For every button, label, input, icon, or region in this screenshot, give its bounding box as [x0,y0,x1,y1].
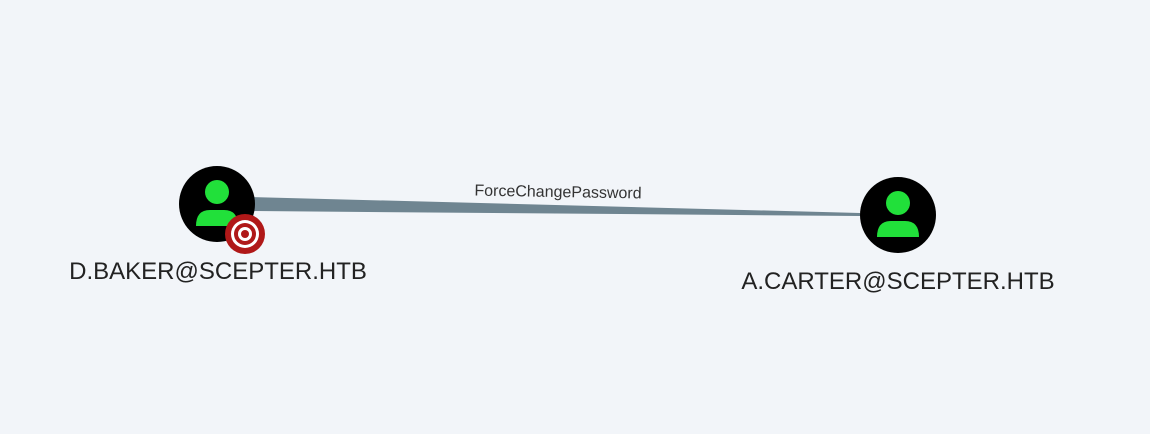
edge-label: ForceChangePassword [474,182,642,203]
node-label-d-baker: D.BAKER@SCEPTER.HTB [69,258,367,285]
node-label-a-carter: A.CARTER@SCEPTER.HTB [741,268,1055,295]
user-icon [196,180,238,226]
node-d-baker[interactable] [179,166,265,254]
user-icon [877,191,919,237]
target-icon [225,214,265,254]
node-a-carter[interactable] [860,177,936,253]
edge-forcechangepassword[interactable] [250,197,860,216]
